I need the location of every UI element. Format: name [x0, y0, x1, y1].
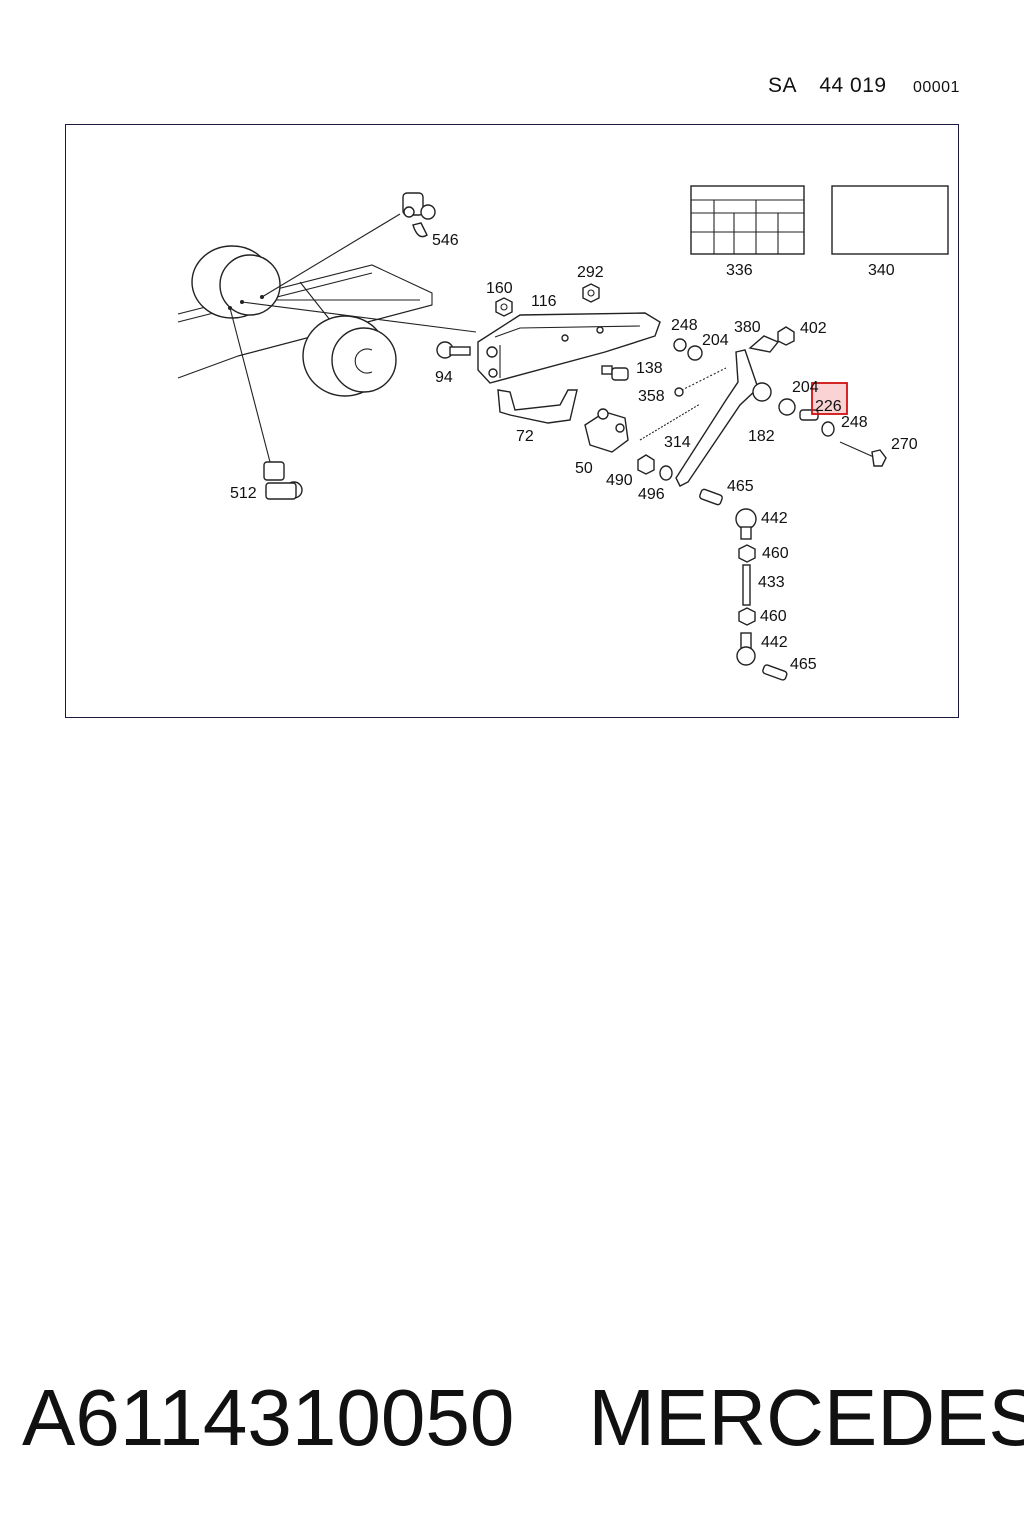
part-380-clip — [748, 335, 780, 353]
callout-433: 433 — [758, 574, 785, 591]
reference-box-340 — [831, 185, 949, 255]
callout-204-lower: 204 — [792, 379, 819, 396]
header-prefix: SA — [768, 74, 798, 97]
chassis-illustration — [177, 213, 477, 463]
callout-204-upper: 204 — [702, 332, 729, 349]
callout-402: 402 — [800, 320, 827, 337]
callout-460-lower: 460 — [760, 608, 787, 625]
part-226-sleeve — [799, 409, 819, 421]
callout-314: 314 — [664, 434, 691, 451]
callout-270: 270 — [891, 436, 918, 453]
part-512-fitting — [263, 461, 303, 500]
callout-248-lower: 248 — [841, 414, 868, 431]
callout-336: 336 — [726, 262, 753, 279]
part-138-bolt — [601, 365, 629, 381]
callout-490: 490 — [606, 472, 633, 489]
callout-94: 94 — [435, 369, 453, 386]
callout-116: 116 — [531, 293, 557, 310]
part-50-valve — [584, 408, 629, 453]
reference-table-336 — [690, 185, 805, 255]
callout-465-upper: 465 — [727, 478, 754, 495]
callout-460-upper: 460 — [762, 545, 789, 562]
callout-248-upper: 248 — [671, 317, 698, 334]
part-465-ball-stud-lower — [762, 664, 788, 681]
diagram-header: SA 44 019 00001 — [768, 74, 960, 98]
callout-226: 226 — [815, 398, 842, 415]
callout-50: 50 — [575, 460, 593, 477]
callout-72: 72 — [516, 428, 534, 445]
part-546-fitting — [402, 192, 436, 238]
callout-380: 380 — [734, 319, 761, 336]
part-460-nut-lower — [738, 607, 756, 626]
part-116-bracket — [477, 312, 661, 384]
part-465-ball-stud-upper — [699, 488, 723, 506]
part-248-washer-upper — [673, 338, 687, 352]
callout-496: 496 — [638, 486, 665, 503]
callout-512: 512 — [230, 485, 257, 502]
brand-name: MERCEDES — [588, 1373, 1024, 1462]
part-204-bushing-lower — [778, 398, 796, 416]
part-160-nut — [495, 297, 513, 317]
part-314-spring — [639, 403, 701, 441]
part-442-ball-socket-lower — [736, 632, 756, 666]
callout-465-lower: 465 — [790, 656, 817, 673]
callout-546: 546 — [432, 232, 459, 249]
part-490-nut — [637, 454, 655, 475]
callout-442-upper: 442 — [761, 510, 788, 527]
part-72-bracket — [497, 389, 578, 424]
part-270-bolt — [839, 441, 887, 467]
part-204-bushing-upper — [687, 345, 703, 361]
callout-182: 182 — [748, 428, 775, 445]
callout-138: 138 — [636, 360, 663, 377]
header-sequence: 00001 — [912, 79, 960, 96]
diagram-frame — [65, 124, 959, 718]
callout-340: 340 — [868, 262, 895, 279]
part-460-nut-upper — [738, 544, 756, 563]
highlight-part-226 — [811, 382, 848, 415]
parts-diagram: 546 512 160 292 116 94 72 138 358 50 314… — [177, 185, 949, 681]
header-group-number: 44 019 — [819, 74, 887, 97]
part-292-nut — [582, 283, 600, 303]
part-402-nut — [777, 326, 795, 346]
part-358-threaded-rod — [674, 367, 727, 397]
part-248-washer-lower — [821, 421, 835, 437]
part-433-threaded-rod — [742, 564, 751, 606]
part-caption: A6114310050 MERCEDES — [22, 1372, 1024, 1464]
part-94-bolt — [436, 341, 471, 359]
callout-160: 160 — [486, 280, 513, 297]
part-number: A6114310050 — [22, 1373, 515, 1462]
part-496-washer — [659, 465, 673, 481]
callout-292: 292 — [577, 264, 604, 281]
callout-442-lower: 442 — [761, 634, 788, 651]
part-442-ball-socket-upper — [735, 508, 757, 540]
callout-358: 358 — [638, 388, 665, 405]
part-182-lever — [675, 349, 772, 487]
